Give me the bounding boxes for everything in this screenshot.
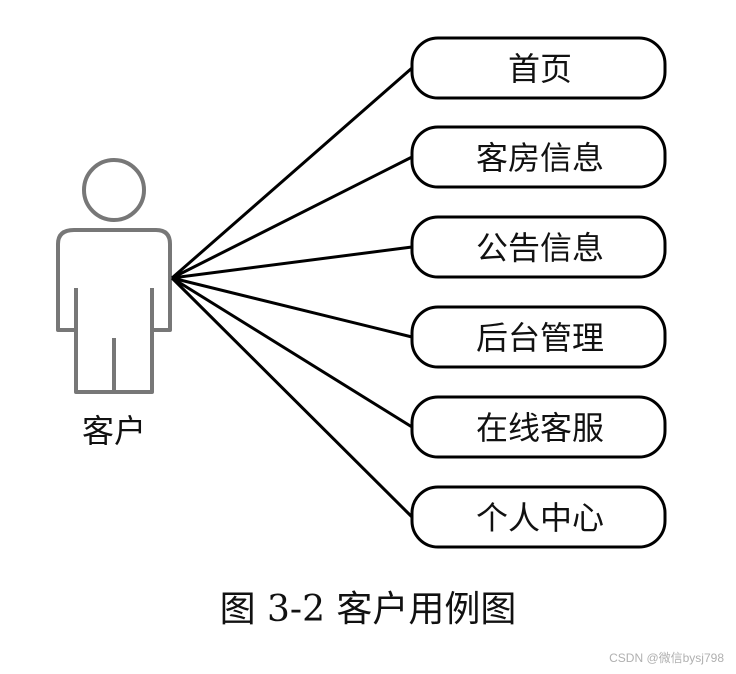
actor-figure: 客户	[56, 158, 172, 450]
use-case-personal-center: 个人中心	[410, 485, 667, 549]
use-cases: 首页 客房信息 公告信息 后台管理 在线客服 个人中心	[410, 36, 667, 549]
use-case-label: 个人中心	[476, 499, 604, 537]
use-case-label: 客房信息	[476, 139, 604, 177]
use-case-announcement-info: 公告信息	[410, 215, 667, 279]
use-case-home: 首页	[410, 36, 667, 100]
person-icon	[56, 228, 172, 394]
association-line-1	[171, 66, 413, 280]
use-case-label: 首页	[508, 50, 572, 88]
association-line-6	[170, 276, 414, 519]
figure-caption: 图 3-2 客户用例图	[219, 589, 517, 630]
actor-label: 客户	[82, 412, 146, 450]
use-case-label: 后台管理	[476, 319, 604, 357]
association-line-3	[171, 245, 413, 280]
watermark: CSDN @微信bysj798	[609, 651, 724, 665]
associations	[170, 66, 414, 519]
association-line-5	[171, 276, 413, 429]
use-case-online-service: 在线客服	[410, 395, 667, 459]
use-case-label: 公告信息	[476, 229, 604, 267]
association-line-2	[171, 155, 413, 280]
actor-head	[82, 158, 146, 222]
use-case-label: 在线客服	[476, 409, 604, 447]
association-line-4	[171, 276, 413, 339]
use-case-room-info: 客房信息	[410, 125, 667, 189]
use-case-backend-management: 后台管理	[410, 305, 667, 369]
